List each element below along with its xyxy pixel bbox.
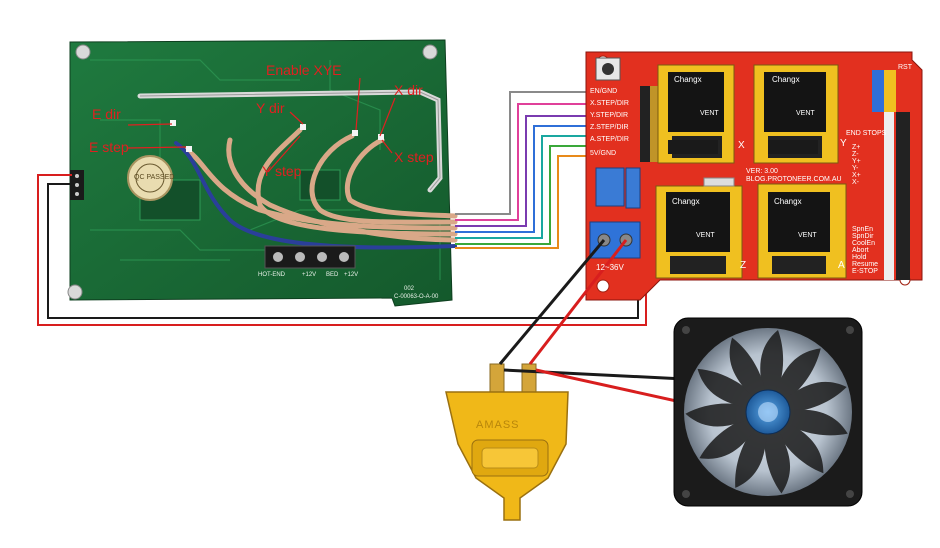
mount-hole [422,44,438,60]
end-stop-pin-label: CoolEn [852,240,875,247]
end-stop-pin-label: X+ [852,172,861,179]
cap-vent-y: VENT [796,110,815,117]
axis-label-x: X [738,140,745,151]
shield-version: VER: 3.00 [746,168,778,175]
end-stop-pin-label: Abort [852,247,869,254]
silk-bed: BED [326,272,339,278]
end-stop-pin-label: Z- [852,151,859,158]
signal-wires [455,91,650,249]
silk-board-num: 002 [404,286,415,292]
cooling-fan [673,317,863,507]
shield-end-stops: END STOPS [846,130,887,137]
jumper-wires [183,127,458,243]
shield-pin-en-gnd: EN/GND [590,88,618,95]
cap-vent-a: VENT [798,232,817,239]
axis-label-z: Z [740,260,747,271]
xt60-wires [498,239,705,406]
cap-brand-z: Changx [672,197,700,206]
silk-board-code: C-00063-O-A-00 [394,294,439,300]
end-stop-pin-label: Resume [852,261,879,268]
axis-label-a: A [838,260,845,271]
end-stop-pin-label: Y- [852,165,859,172]
side-header [70,170,84,200]
shield-pin-z-step-dir: Z.STEP/DIR [590,124,629,131]
annotation-lines [127,77,396,173]
shield-pin-y-step-dir: Y.STEP/DIR [590,112,628,119]
label-y-dir: Y dir [256,100,285,116]
shield-pin-5v-gnd: 5V/GND [590,150,617,157]
shield-title: CNC SHIELD [668,286,739,297]
end-stop-pin-label: E-STOP [852,268,878,275]
silk-12v-a: +12V [302,272,317,278]
cnc-shield [585,51,923,301]
shield-voltage: 12~36V [596,263,624,272]
end-stop-pin-label: SpnEn [852,226,874,233]
mount-hole [67,284,83,300]
cap-vent-x: VENT [700,110,719,117]
cap-brand-a: Changx [774,197,802,206]
shield-pin-a-step-dir: A.STEP/DIR [590,136,629,143]
blue-jumper-wire [174,141,457,250]
cap-brand-x: Changx [674,75,702,84]
silk-hot-end: HOT-END [258,272,285,278]
cap-vent-z: VENT [696,232,715,239]
silk-12v-b: +12V [344,272,359,278]
cap-brand-y: Changx [772,75,800,84]
label-e-dir: E dir [92,106,121,122]
label-x-dir: X dir [394,82,423,98]
controller-board [67,39,458,307]
qc-sticker [127,155,173,201]
end-stop-pin-label: X- [852,179,859,186]
shield-pin-x-step-dir: X.STEP/DIR [590,100,629,107]
power-terminals [264,245,356,269]
label-y-step: Y step [262,163,302,179]
label-e-step: E step [89,139,129,155]
xt60-connector [445,363,569,521]
label-enable-xye: Enable XYE [266,62,342,78]
label-x-step: X step [394,149,434,165]
reset-button[interactable] [595,57,621,81]
end-stop-header [872,70,910,280]
end-stop-pin-label: Z+ [852,144,861,151]
driver-a [757,183,847,279]
xt60-mark: AMASS [476,419,520,431]
qc-sticker-text: QC PASSED [134,174,175,181]
end-stop-pin-label: Y+ [852,158,861,165]
driver-z [655,185,743,279]
shield-url: BLOG.PROTONEER.COM.AU [746,176,842,183]
mount-hole [75,44,91,60]
power-terminal-block [589,221,641,259]
axis-label-y: Y [840,138,847,149]
shield-rst: RST [898,64,912,71]
end-stop-pin-label: Hold [852,254,867,261]
end-stop-pin-label: SpnDir [852,233,874,240]
